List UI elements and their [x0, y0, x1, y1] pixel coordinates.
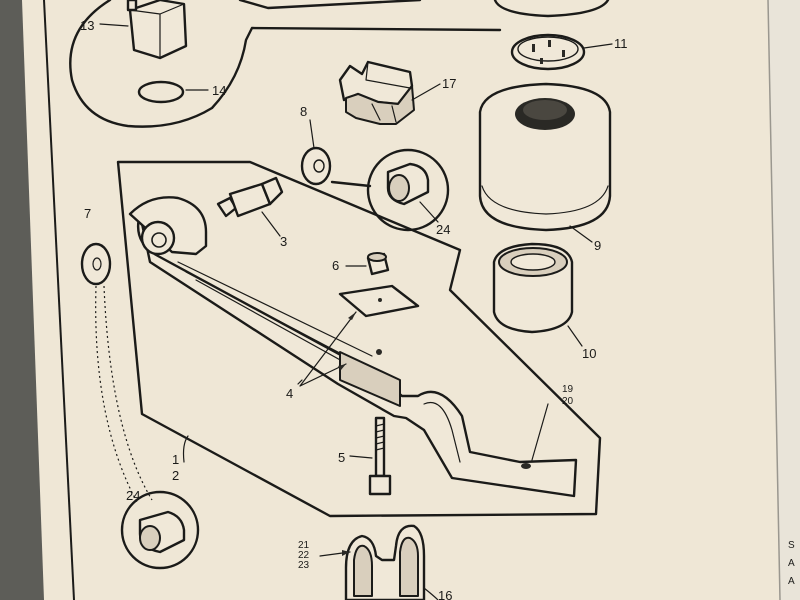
callout-19: 19: [562, 384, 574, 395]
inset-circle-24-lower: [120, 490, 200, 570]
callout-24-lower: 24: [126, 488, 140, 503]
callout-11: 11: [614, 36, 628, 51]
rubber-bushing-part-9: [478, 82, 612, 232]
bushing-top-fragment: [493, 0, 610, 18]
page-border-line: [43, 0, 75, 600]
screen-edge-char: A: [788, 576, 795, 587]
retaining-ring-part-11: [510, 33, 586, 71]
leader-4: [299, 311, 357, 387]
assembly-outline: [116, 160, 602, 518]
leader-8: [309, 119, 315, 149]
screen-edge: [768, 0, 800, 600]
rubber-bush-part-24-upper: [386, 162, 430, 206]
leader-19-20: [531, 403, 549, 461]
leader-4-tip: [297, 379, 303, 385]
washer-part-8: [300, 146, 332, 186]
callout-5: 5: [338, 450, 345, 465]
callout-10: 10: [582, 346, 596, 361]
callout-1: 1: [172, 452, 179, 467]
leader-10: [567, 325, 583, 347]
leader-17: [411, 83, 441, 101]
inset-circle-top: [69, 0, 502, 128]
screen-edge-char: S: [788, 540, 795, 551]
leader-7-inset: [103, 285, 153, 501]
spacer-part-6: [366, 252, 390, 276]
leader-7-inset: [95, 285, 139, 505]
rubber-bushing-part-10: [492, 242, 574, 334]
callout-3: 3: [280, 234, 287, 249]
callout-24-upper: 24: [436, 222, 450, 237]
hex-bolt-part-13: [126, 0, 188, 60]
callout-16: 16: [438, 588, 452, 600]
leader-16: [423, 587, 439, 600]
top-outline-fragment: [238, 0, 422, 10]
leader-11: [583, 43, 613, 49]
rubber-bush-part-24-lower: [138, 510, 186, 554]
pivot-pin-part-3: [216, 176, 284, 218]
leaf-spring-part-1: [128, 196, 578, 498]
callout-8: 8: [300, 104, 307, 119]
leader-3: [261, 211, 281, 237]
bolt-part-5: [368, 416, 392, 496]
leader-1-2: [182, 435, 189, 463]
leader-9: [569, 225, 593, 243]
callout-6: 6: [332, 258, 339, 273]
arrowhead: [348, 312, 356, 320]
clamp-block-part-17: [338, 60, 415, 125]
callout-23: 23: [298, 560, 310, 571]
callout-13: 13: [80, 18, 94, 33]
leader-5: [349, 455, 373, 459]
washer-part-7: [80, 242, 112, 286]
callout-14: 14: [212, 83, 226, 98]
callout-7: 7: [84, 206, 91, 221]
leader-24-upper: [419, 201, 439, 223]
callout-2: 2: [172, 468, 179, 483]
callout-4: 4: [286, 386, 293, 401]
callout-9: 9: [594, 238, 601, 253]
arrowhead: [338, 364, 346, 370]
screen-edge-line: [767, 0, 781, 600]
callout-21: 21: [298, 540, 310, 551]
o-ring-part-14: [137, 80, 185, 104]
bracket-part-21-22-23: [344, 524, 426, 600]
leader-8-inset: [330, 180, 372, 188]
screen-edge-char: A: [788, 558, 795, 569]
arrowhead: [342, 550, 350, 556]
callout-22: 22: [298, 550, 310, 561]
callout-17: 17: [442, 76, 456, 91]
inset-circle-24-upper: [366, 148, 450, 232]
callout-20: 20: [562, 396, 574, 407]
leader-13: [99, 23, 129, 27]
